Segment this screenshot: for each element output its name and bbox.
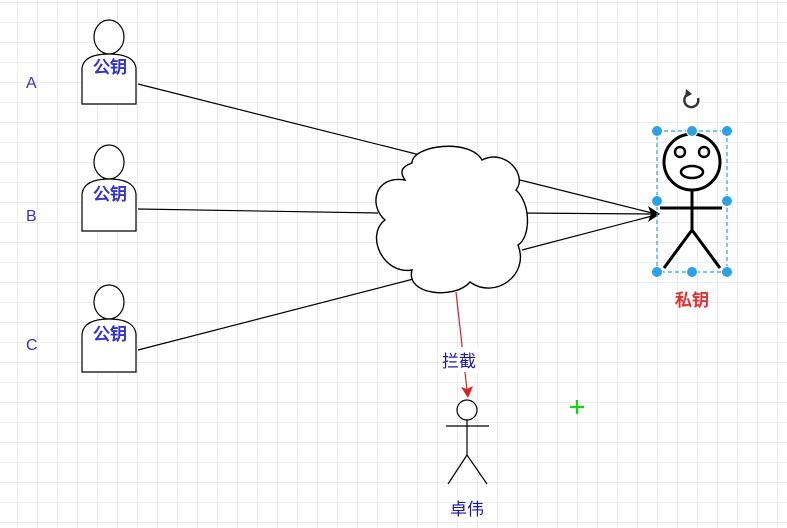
public-key-label-b[interactable]: 公钥: [93, 185, 127, 204]
handle-bottom-left[interactable]: [651, 266, 663, 278]
edge-cloud-receiver-3[interactable]: [521, 215, 653, 251]
rotate-icon[interactable]: [683, 89, 700, 109]
edge-a-cloud[interactable]: [137, 83, 421, 156]
resize-handles[interactable]: [651, 125, 733, 278]
intercept-edge-label[interactable]: 拦截: [440, 347, 478, 372]
receiver-figure[interactable]: [660, 132, 722, 269]
arrowhead-receiver: [648, 206, 660, 222]
handle-top-left[interactable]: [651, 125, 663, 137]
user-shape-c[interactable]: [81, 284, 137, 373]
user-shape-a[interactable]: [81, 19, 137, 105]
handle-left[interactable]: [651, 195, 663, 207]
edge-b-cloud[interactable]: [137, 208, 379, 214]
edge-cloud-receiver-1[interactable]: [511, 177, 653, 214]
intercept-edge[interactable]: [455, 291, 468, 391]
edge-c-cloud[interactable]: [137, 275, 426, 351]
interceptor-figure[interactable]: [446, 399, 489, 485]
network-cloud[interactable]: [375, 145, 529, 294]
edge-cloud-receiver-2[interactable]: [514, 212, 653, 215]
handle-right[interactable]: [721, 195, 733, 207]
handle-top[interactable]: [686, 125, 698, 137]
intercept-arrowhead: [461, 386, 473, 398]
side-label-c[interactable]: C: [26, 337, 38, 354]
side-label-b[interactable]: B: [26, 208, 37, 225]
interceptor-name[interactable]: 卓伟: [450, 500, 484, 519]
private-key-label[interactable]: 私钥: [675, 291, 709, 310]
user-shape-b[interactable]: [81, 144, 137, 232]
side-label-a[interactable]: A: [26, 75, 37, 92]
handle-bottom-right[interactable]: [721, 266, 733, 278]
handle-bottom[interactable]: [686, 266, 698, 278]
handle-top-right[interactable]: [721, 125, 733, 137]
public-key-label-c[interactable]: 公钥: [93, 325, 127, 344]
public-key-label-a[interactable]: 公钥: [93, 58, 127, 77]
plus-cursor-icon: [570, 400, 584, 414]
